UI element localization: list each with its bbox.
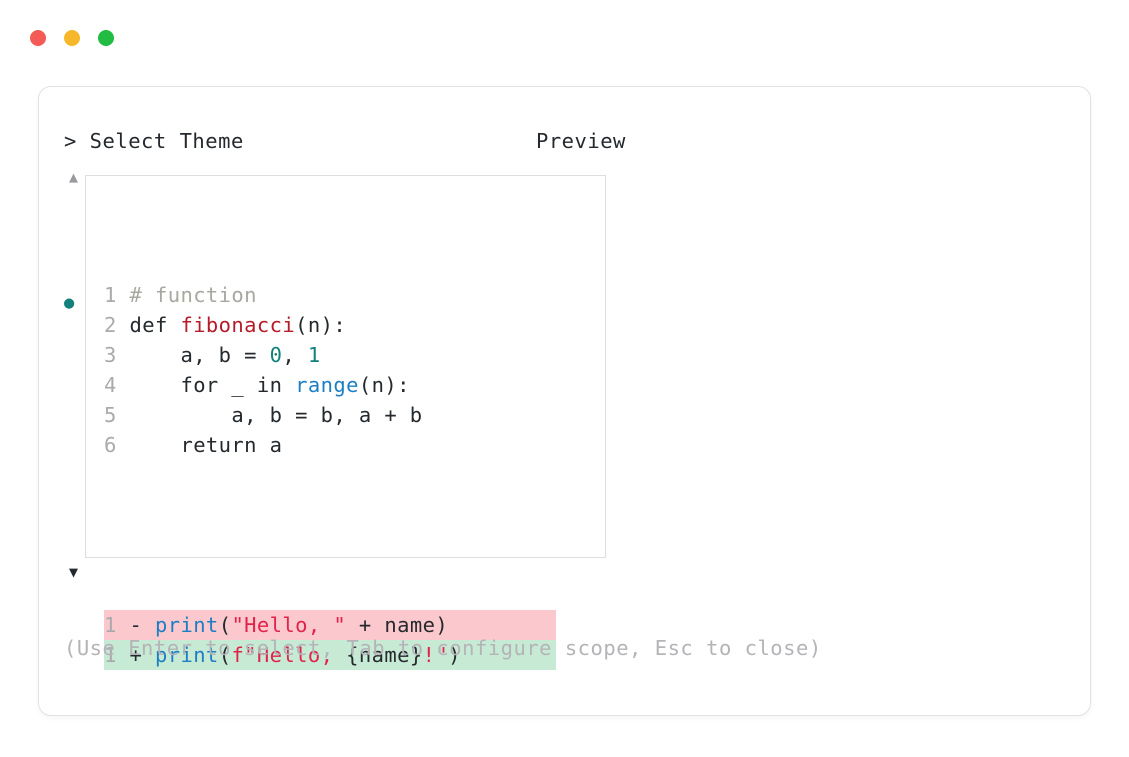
code-token: a, b =: [129, 343, 270, 367]
code-token: ,: [282, 343, 308, 367]
line-number: 6: [104, 433, 130, 457]
code-spacer: [104, 520, 556, 550]
code-token: return a: [129, 433, 283, 457]
code-line: 6 return a: [104, 430, 556, 460]
code-token: !": [422, 643, 449, 667]
code-token: (: [218, 613, 232, 637]
line-number: 1: [104, 613, 130, 637]
code-token: 0: [269, 343, 283, 367]
code-token: fibonacci: [180, 313, 296, 337]
keyboard-hint: (Use Enter to select, Tab to configure s…: [64, 636, 822, 660]
line-number: 1: [104, 643, 130, 667]
minimize-window-button[interactable]: [64, 30, 80, 46]
maximize-window-button[interactable]: [98, 30, 114, 46]
line-number: 4: [104, 373, 130, 397]
scroll-up-icon[interactable]: ▲: [69, 167, 79, 186]
code-token: # function: [129, 283, 257, 307]
code-token: ): [448, 643, 461, 667]
code-token: f"Hello,: [231, 643, 347, 667]
code-line: 3 a, b = 0, 1: [104, 340, 556, 370]
code-token: range: [295, 373, 359, 397]
code-token: "Hello, ": [231, 613, 347, 637]
diff-marker: +: [129, 643, 155, 667]
diff-marker: -: [129, 613, 155, 637]
diff-line-removed: 1 - print("Hello, " + name): [104, 610, 556, 640]
code-token: print: [154, 613, 219, 637]
theme-picker-card: > Select Theme ▲ 1. ANSI Light 2. Ayu Li…: [38, 86, 1091, 716]
window-titlebar: [30, 30, 114, 46]
code-token: (n):: [295, 313, 347, 337]
line-number: 2: [104, 313, 130, 337]
scroll-down-icon[interactable]: ▼: [69, 562, 79, 581]
close-window-button[interactable]: [30, 30, 46, 46]
preview-panel: Preview: [536, 131, 1076, 152]
page-title: > Select Theme: [64, 129, 244, 153]
code-token: for _ in: [129, 373, 296, 397]
code-line: 2 def fibonacci(n):: [104, 310, 556, 340]
code-token: print: [154, 643, 219, 667]
code-token: def: [129, 313, 181, 337]
code-line: 4 for _ in range(n):: [104, 370, 556, 400]
line-number: 3: [104, 343, 130, 367]
code-line: 1 # function: [104, 280, 556, 310]
code-token: 1: [307, 343, 321, 367]
code-token: (: [218, 643, 232, 667]
code-token: a, b = b, a + b: [129, 403, 423, 427]
line-number: 5: [104, 403, 130, 427]
diff-line-added: 1 + print(f"Hello, {name}!"): [104, 640, 556, 670]
code-token: (n):: [358, 373, 410, 397]
selection-bullet-icon: ●: [64, 292, 75, 313]
code-token: + name): [346, 613, 449, 637]
code-line: 5 a, b = b, a + b: [104, 400, 556, 430]
line-number: 1: [104, 283, 130, 307]
preview-title: Preview: [536, 129, 626, 153]
code-token: {name}: [346, 643, 423, 667]
code-diff: 1 - print("Hello, " + name)1 + print(f"H…: [104, 610, 556, 670]
